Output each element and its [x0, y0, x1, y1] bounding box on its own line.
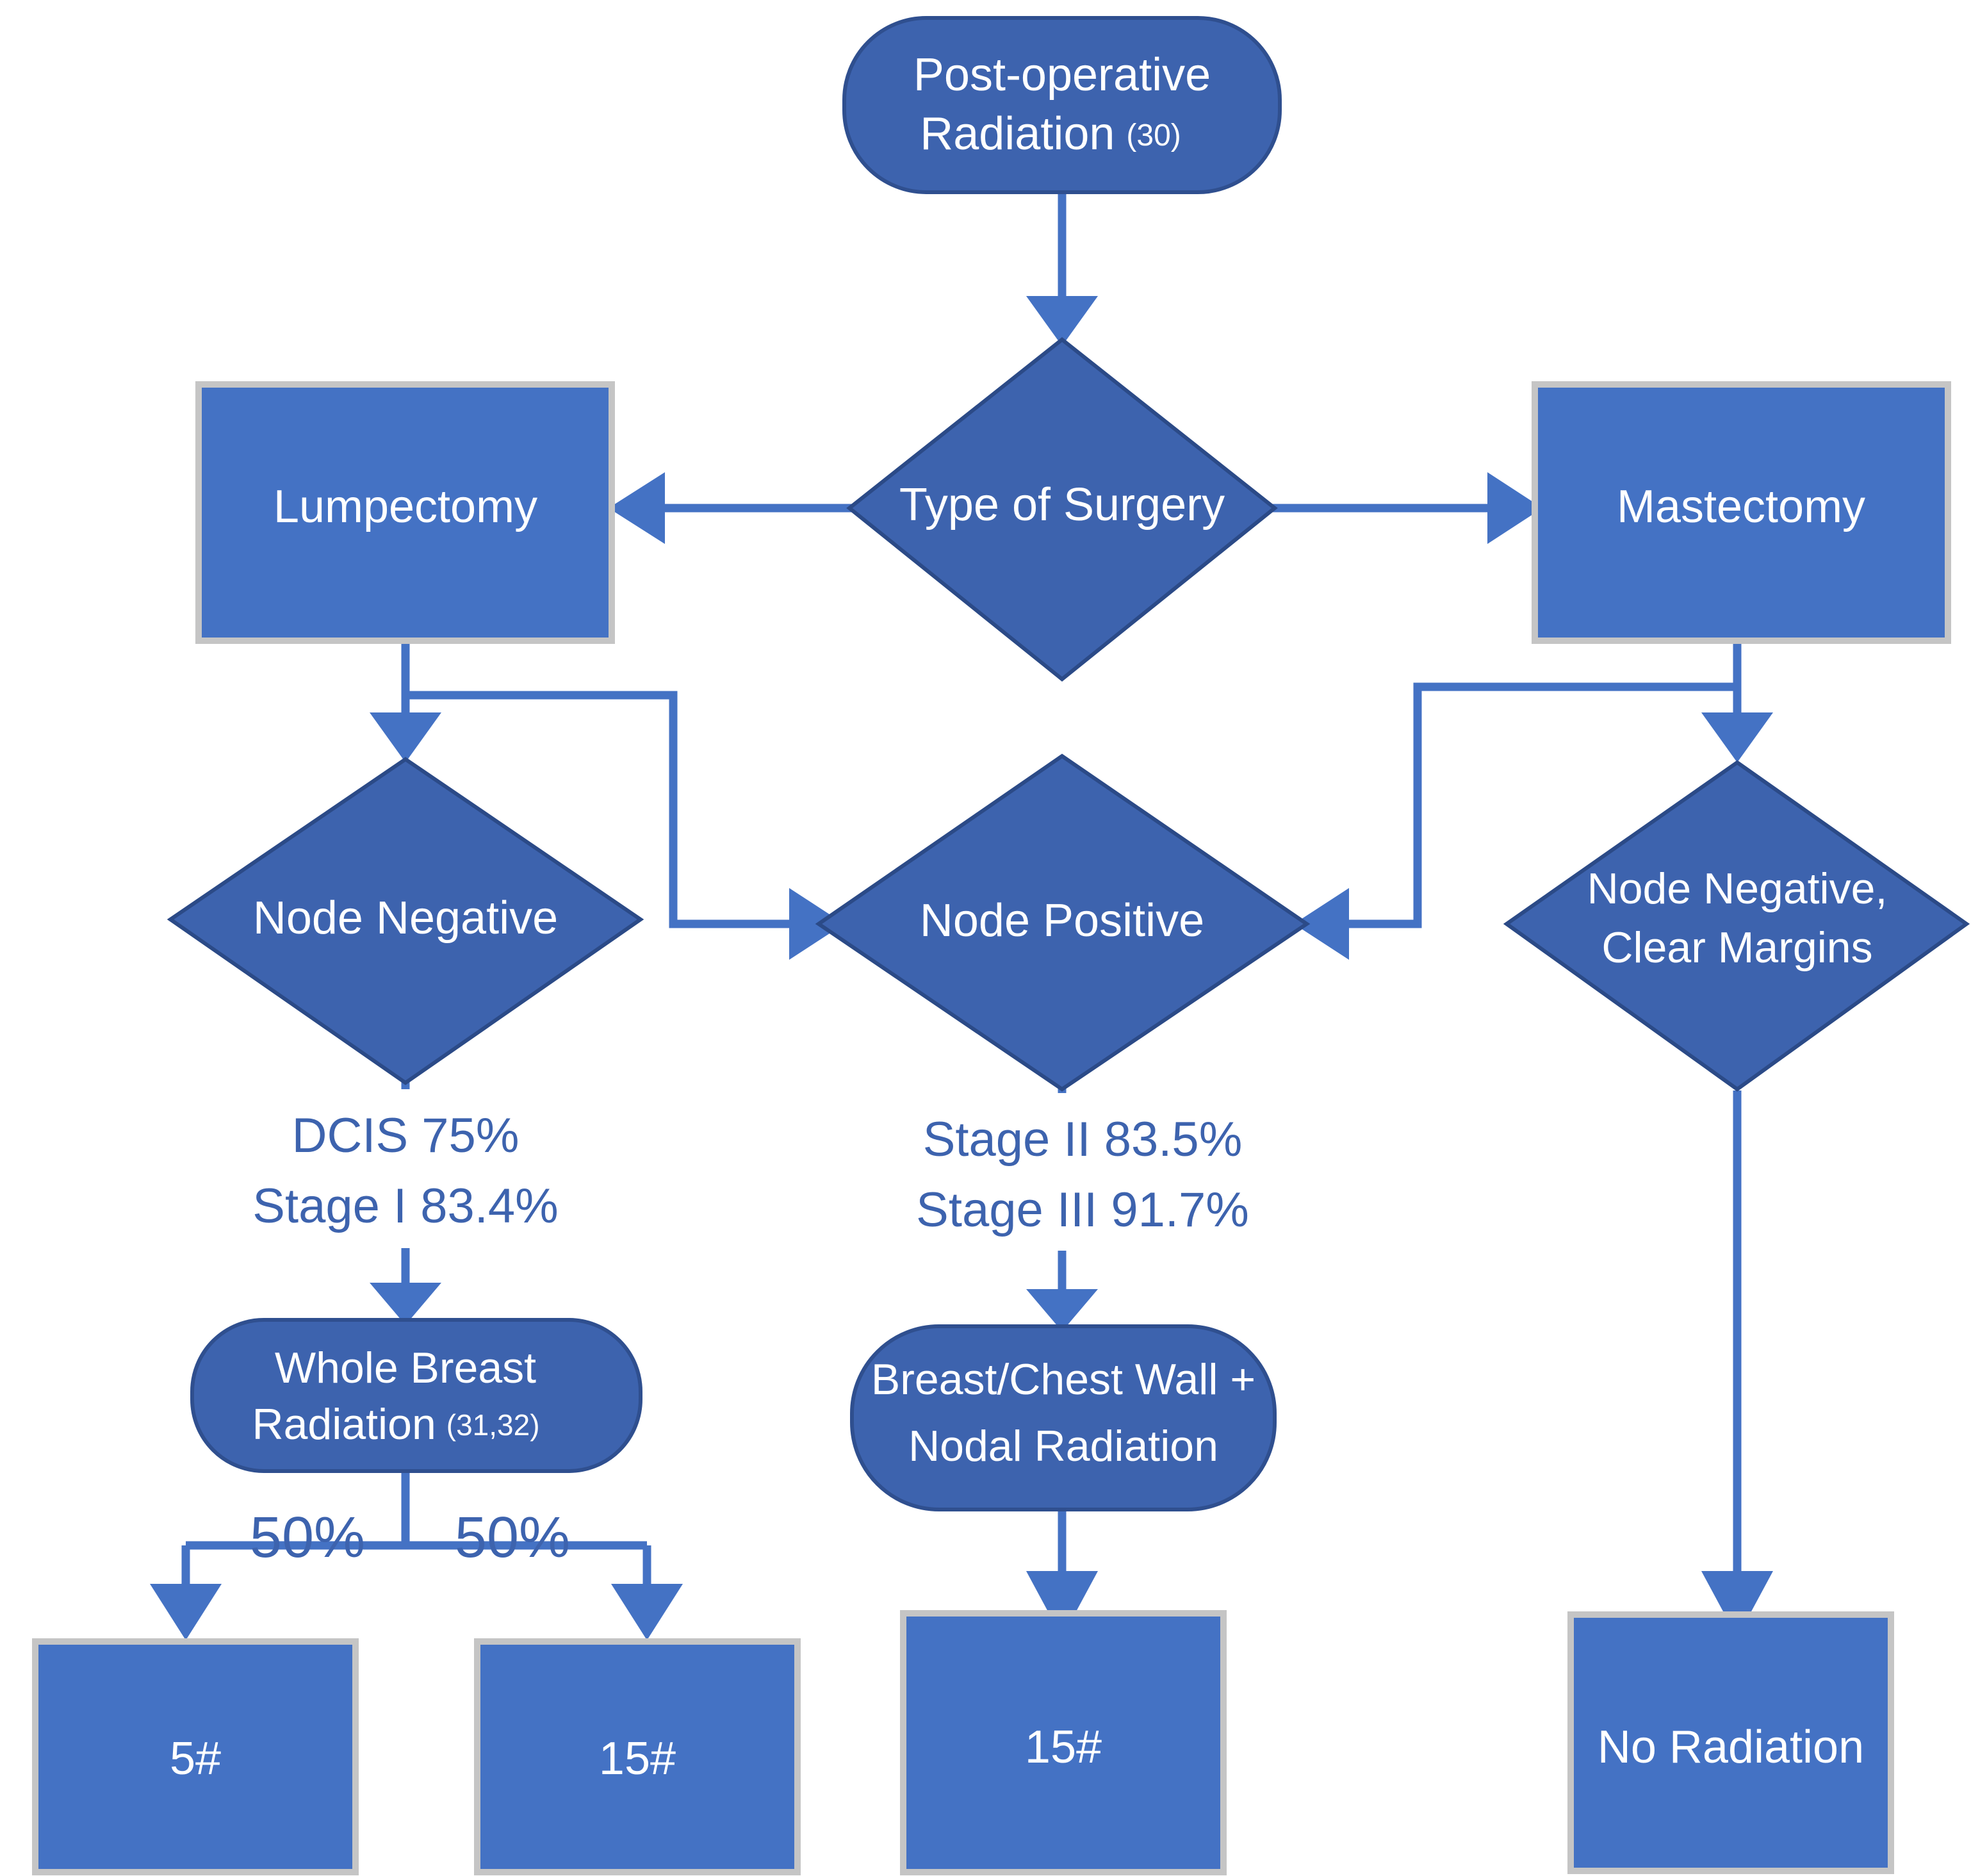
- whole-breast-radiation-label-ref: (31,32): [446, 1408, 540, 1442]
- node-negative-shape: [167, 757, 644, 1085]
- breast-chest-wall-nodal-radiation-shape: [850, 1324, 1277, 1511]
- node-mastectomy[interactable]: Mastectomy: [1532, 381, 1951, 644]
- node-lumpectomy[interactable]: Lumpectomy: [195, 381, 615, 644]
- node-fraction-5[interactable]: 5#: [32, 1638, 359, 1875]
- breast-chest-wall-nodal-radiation-label-line1: Breast/Chest Wall +: [871, 1355, 1255, 1404]
- edge-label-fraction-split: 50% 50%: [250, 1506, 570, 1570]
- connector-lumpectomy-to-node-positive: [405, 691, 794, 928]
- post-operative-radiation-label-line1: Post-operative: [913, 49, 1211, 101]
- node-negative-outcome-dcis: DCIS 75%: [292, 1108, 519, 1163]
- lumpectomy-label: Lumpectomy: [274, 481, 537, 532]
- node-whole-breast-radiation[interactable]: Whole Breast Radiation (31,32): [190, 1318, 642, 1473]
- arrowhead-wbr-to-15frac: [611, 1584, 683, 1640]
- whole-breast-radiation-shape: [190, 1318, 642, 1473]
- node-node-positive[interactable]: Node Positive: [815, 753, 1311, 1092]
- arrowhead-decision-to-lumpectomy: [609, 472, 665, 544]
- edge-label-node-positive-outcomes: Stage II 83.5% Stage III 91.7%: [916, 1112, 1249, 1237]
- no-radiation-shape: [1567, 1611, 1894, 1874]
- post-operative-radiation-shape: [842, 16, 1282, 194]
- node-positive-shape: [815, 753, 1311, 1092]
- node-node-negative[interactable]: Node Negative: [167, 757, 644, 1085]
- whole-breast-radiation-label-line1: Whole Breast: [275, 1344, 536, 1392]
- node-post-operative-radiation[interactable]: Post-operative Radiation (30): [842, 16, 1282, 194]
- node-positive-outcome-stage3: Stage III 91.7%: [916, 1183, 1249, 1237]
- whole-breast-radiation-label-line2: Radiation (31,32): [252, 1400, 539, 1449]
- arrowhead-lumpectomy-to-node-negative: [370, 712, 441, 762]
- node-negative-clear-margins-label-line2: Clear Margins: [1601, 923, 1872, 972]
- connector-mastectomy-to-node-positive: [1344, 682, 1737, 928]
- mastectomy-shape: [1532, 381, 1951, 644]
- arrowhead-mastectomy-to-clear-margins: [1701, 712, 1773, 762]
- split-label-left: 50%: [250, 1506, 365, 1570]
- arrowhead-node-negative-to-wbr: [370, 1283, 441, 1325]
- node-negative-clear-margins-label-line1: Node Negative,: [1587, 864, 1888, 913]
- node-negative-clear-margins-shape: [1503, 760, 1970, 1092]
- arrowhead-wbr-to-5frac: [150, 1584, 222, 1640]
- arrowhead-bcwn-to-15frac: [1026, 1571, 1098, 1638]
- mastectomy-label: Mastectomy: [1617, 481, 1865, 532]
- arrowhead-clear-margins-to-no-radiation: [1701, 1571, 1773, 1638]
- node-positive-label: Node Positive: [920, 895, 1204, 946]
- node-positive-outcome-stage2: Stage II 83.5%: [923, 1112, 1243, 1167]
- post-operative-radiation-label-line2: Radiation (30): [920, 108, 1181, 160]
- node-no-radiation[interactable]: No Radiation: [1567, 1611, 1894, 1874]
- lumpectomy-shape: [195, 381, 615, 644]
- post-operative-radiation-label-line2-text: Radiation: [920, 108, 1115, 160]
- fraction-5-shape: [32, 1638, 359, 1875]
- arrowhead-root-to-decision: [1026, 296, 1098, 346]
- no-radiation-label: No Radiation: [1598, 1722, 1864, 1773]
- arrowhead-mastectomy-to-node-positive: [1294, 888, 1349, 960]
- edge-label-node-negative-outcomes: DCIS 75% Stage I 83.4%: [252, 1108, 558, 1233]
- node-node-negative-clear-margins[interactable]: Node Negative, Clear Margins: [1503, 760, 1970, 1092]
- type-of-surgery-label: Type of Surgery: [899, 479, 1225, 531]
- arrowhead-node-positive-to-bcwn: [1026, 1289, 1098, 1331]
- fraction-5-label: 5#: [170, 1733, 221, 1784]
- fraction-15-left-shape: [474, 1638, 801, 1875]
- whole-breast-radiation-label-line2-text: Radiation: [252, 1400, 436, 1449]
- arrowhead-decision-to-mastectomy: [1487, 472, 1542, 544]
- breast-chest-wall-nodal-radiation-label-line2: Nodal Radiation: [908, 1422, 1218, 1470]
- type-of-surgery-shape: [846, 337, 1278, 682]
- node-type-of-surgery[interactable]: Type of Surgery: [846, 337, 1278, 682]
- node-fraction-15-left[interactable]: 15#: [474, 1638, 801, 1875]
- post-operative-radiation-label-ref: (30): [1126, 119, 1181, 152]
- connector-layer: [150, 192, 1773, 1640]
- split-label-right: 50%: [455, 1506, 570, 1570]
- node-negative-label: Node Negative: [253, 893, 558, 944]
- fraction-15-mid-label: 15#: [1025, 1722, 1102, 1773]
- node-breast-chest-wall-nodal-radiation[interactable]: Breast/Chest Wall + Nodal Radiation: [850, 1324, 1277, 1511]
- fraction-15-mid-shape: [900, 1610, 1227, 1875]
- node-fraction-15-mid[interactable]: 15#: [900, 1610, 1227, 1875]
- node-negative-outcome-stage1: Stage I 83.4%: [252, 1179, 558, 1233]
- fraction-15-left-label: 15#: [599, 1733, 676, 1784]
